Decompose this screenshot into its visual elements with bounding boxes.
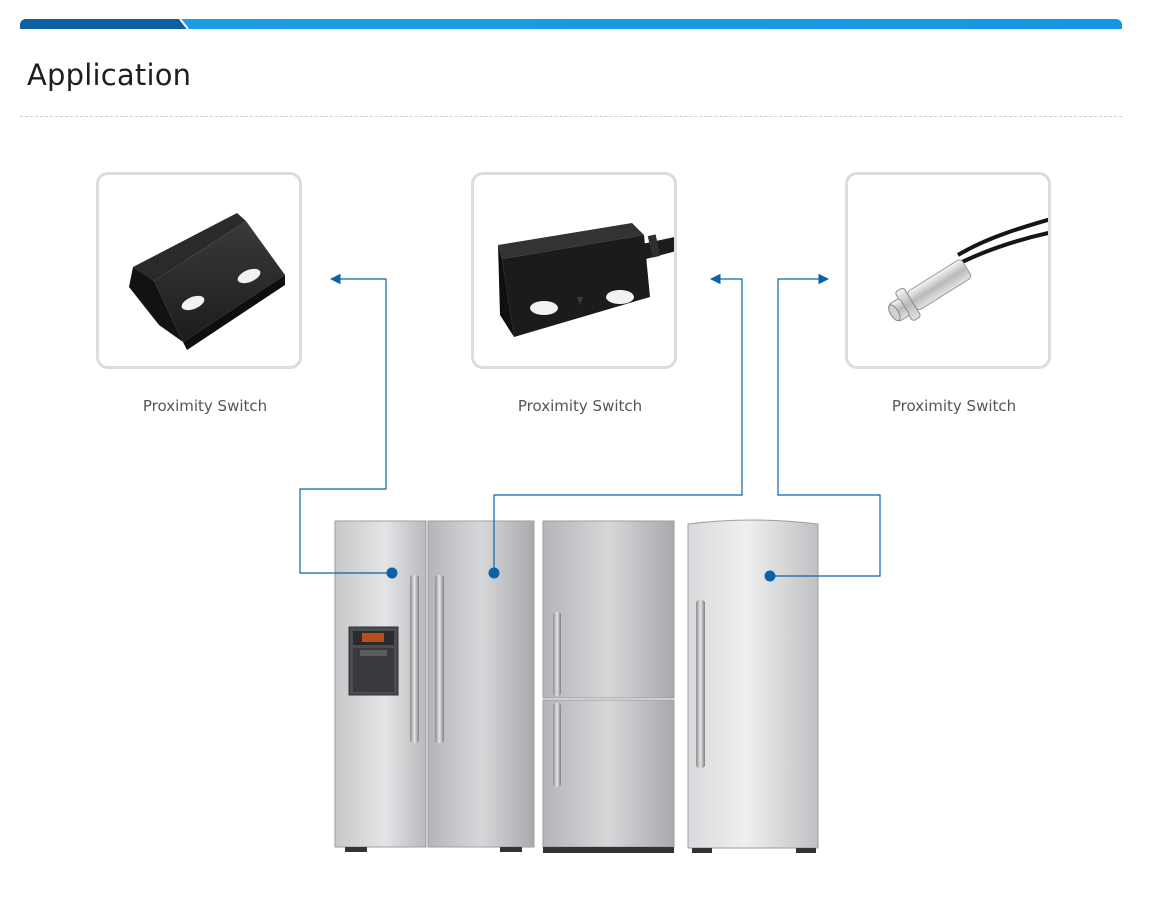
product-card-2 [471, 172, 677, 369]
water-dispenser-icon [348, 626, 399, 696]
connector-dot-3 [764, 570, 776, 582]
product-card-3 [845, 172, 1051, 369]
cylindrical-sensor-icon [888, 217, 1048, 322]
product-caption-3: Proximity Switch [891, 397, 1017, 415]
product-caption-1: Proximity Switch [142, 397, 268, 415]
connector-line-1 [299, 273, 392, 574]
connector-dot-1 [386, 567, 398, 579]
section-accent-bar [20, 19, 1122, 29]
connector-dot-2 [488, 567, 500, 579]
two-door-refrigerator [542, 520, 675, 853]
connector-line-2 [493, 273, 743, 573]
section-title: Application [27, 58, 192, 92]
side-by-side-refrigerator [334, 520, 535, 852]
cabled-reed-switch-icon [498, 223, 674, 337]
product-card-1 [96, 172, 302, 369]
connector-line-3 [770, 273, 881, 577]
product-caption-2: Proximity Switch [517, 397, 643, 415]
rectangular-magnet-icon [129, 213, 285, 350]
single-door-refrigerator [687, 519, 819, 853]
section-divider [20, 116, 1122, 117]
